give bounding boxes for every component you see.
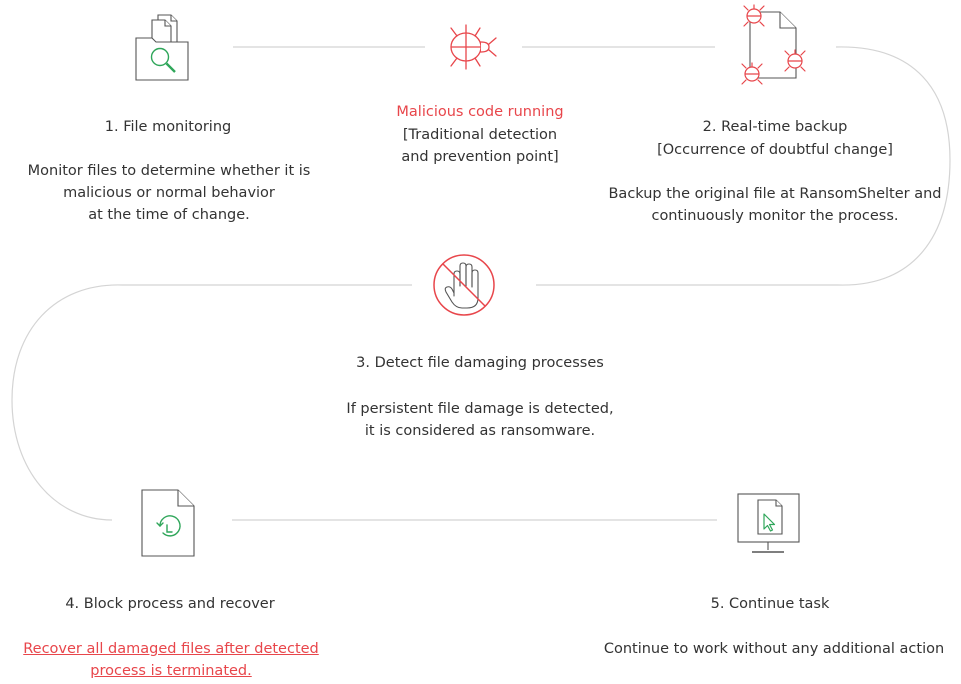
step-3-desc-line: If persistent file damage is detected, <box>346 401 614 417</box>
step-3-title: 3. Detect file damaging processes <box>356 355 604 371</box>
step-5-desc-line: Continue to work without any additional … <box>603 641 945 657</box>
step-1-desc-line: Monitor files to determine whether it is <box>27 163 311 179</box>
step-4-description: Recover all damaged files after detected… <box>4 638 338 682</box>
step-5-title: 5. Continue task <box>710 596 830 612</box>
malicious-desc-line: [Traditional detection <box>402 127 558 143</box>
stop-hand-icon <box>432 252 496 318</box>
step-2-description: Backup the original file at RansomShelte… <box>600 183 950 227</box>
step-3-desc-line: it is considered as ransomware. <box>364 423 596 439</box>
step-2-desc-line: Backup the original file at RansomShelte… <box>608 186 942 202</box>
connector-curve-left <box>11 284 412 521</box>
step-1-desc-line: malicious or normal behavior <box>63 185 275 201</box>
step-3-description: If persistent file damage is detected, i… <box>310 398 650 442</box>
file-recover-icon <box>140 488 196 558</box>
connector-curve-right <box>536 46 951 286</box>
malicious-code-title: Malicious code running <box>396 104 564 120</box>
step-1-description: Monitor files to determine whether it is… <box>8 160 330 226</box>
step-1-title: 1. File monitoring <box>104 119 232 135</box>
malicious-code-description: [Traditional detection and prevention po… <box>360 124 600 168</box>
recover-link[interactable]: Recover all damaged files after detected <box>23 641 319 657</box>
step-1-desc-line: at the time of change. <box>88 207 250 223</box>
bug-icon <box>443 22 499 72</box>
infected-file-icon <box>736 4 812 86</box>
step-2-title: 2. Real-time backup <box>702 119 848 135</box>
step-5-description: Continue to work without any additional … <box>592 638 956 660</box>
recover-link[interactable]: process is terminated. <box>90 663 252 679</box>
monitor-cursor-icon <box>736 492 802 556</box>
folder-search-icon <box>134 12 190 82</box>
malicious-desc-line: and prevention point] <box>401 149 559 165</box>
step-2-subtitle: [Occurrence of doubtful change] <box>657 142 893 158</box>
step-4-title: 4. Block process and recover <box>65 596 275 612</box>
step-2-desc-line: continuously monitor the process. <box>651 208 899 224</box>
